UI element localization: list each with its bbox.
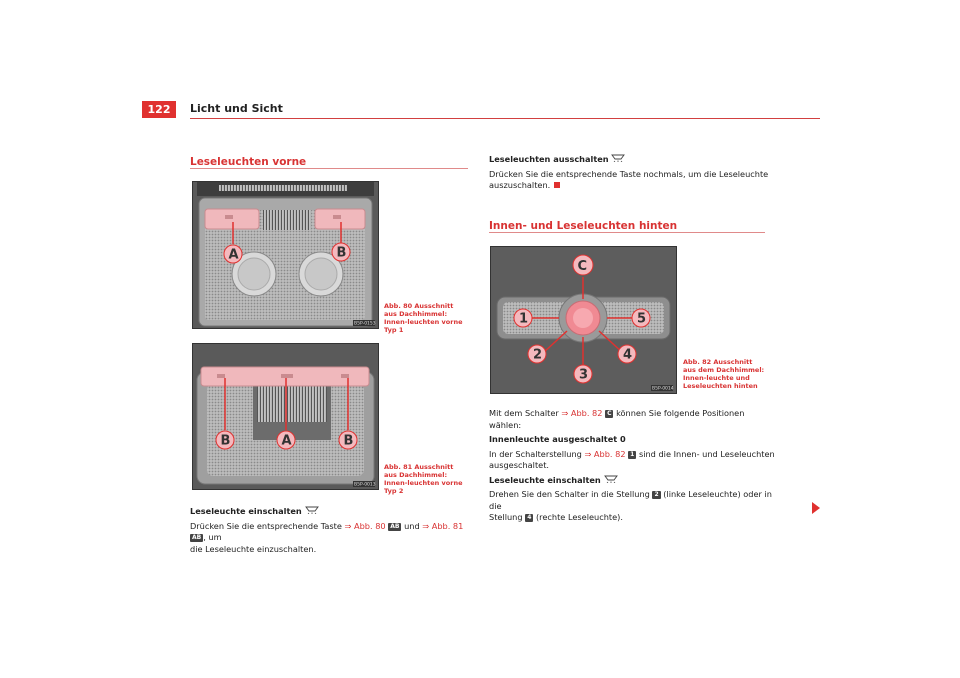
section-rule-front [190,168,468,169]
interior-light-icon [603,475,618,483]
legend-tag: 4 [525,514,534,522]
end-of-section-mark [554,182,561,188]
left-paragraph: Drücken Sie die entsprechende Taste ⇒ Ab… [190,521,470,556]
figure-82-label-5: 5 [637,312,646,327]
figure-82-label-2: 2 [533,348,542,363]
figure-82-label-4: 4 [623,348,632,363]
text-segment: , um [203,532,222,542]
text-segment: In der Schalterstellung [489,448,582,459]
figure-80-illustration: A B B5P-0153 [193,182,378,328]
text-segment: ausgeschaltet. [489,460,550,470]
figure-80-label-a: A [229,248,239,263]
text-segment: Drücken Sie die entsprechende Taste noch… [489,168,769,179]
figure-81-label-b-right: B [344,434,354,449]
figure-82: C 1 2 3 4 5 B5P-0014 [490,246,677,394]
section-title-front: Leseleuchten vorne [190,156,307,168]
figure-81-caption: Abb. 81 Ausschnitt aus Dachhimmel: Innen… [384,463,463,495]
figure-80-link[interactable]: ⇒ Abb. 80 [344,520,386,531]
figure-81-code: B5P-0013 [354,482,376,488]
left-body-text: Leseleuchte einschalten Drücken Sie die … [190,506,470,555]
heading-reading-light-rear: Leseleuchte einschalten [489,475,779,487]
heading-text: Leseleuchte einschalten [489,474,601,485]
section-rule-rear [489,232,765,233]
interior-light-icon [304,506,319,514]
reading-light-rear-paragraph: Drehen Sie den Schalter in die Stellung … [489,489,779,524]
header-rule [190,118,820,119]
figure-81-label-b-left: B [221,434,231,449]
figure-81-label-a: A [282,434,292,449]
figure-82-illustration: C 1 2 3 4 5 B5P-0014 [491,247,676,393]
text-segment: die Leseleuchte einzuschalten. [190,543,317,554]
legend-tag: C [605,410,614,418]
figure-80: A B B5P-0153 [192,181,379,329]
intro-paragraph: Mit dem Schalter ⇒ Abb. 82 C können Sie … [489,408,779,431]
heading-interior-off: Innenleuchte ausgeschaltet 0 [489,434,626,444]
figure-81-link[interactable]: ⇒ Abb. 81 [422,520,464,531]
text-segment: Mit dem Schalter [489,408,559,418]
figure-81: B A B B5P-0013 [192,343,379,490]
figure-81-illustration: B A B B5P-0013 [193,344,378,489]
text-segment: sind die Innen- und Leseleuchten [638,448,775,459]
figure-80-label-b: B [337,246,347,261]
text-segment: (rechte Leseleuchte). [535,512,623,522]
figure-80-caption: Abb. 80 Ausschnitt aus Dachhimmel: Innen… [384,302,463,334]
heading-text: Leseleuchte einschalten [190,506,302,516]
next-page-arrow-icon[interactable] [812,502,820,514]
interior-light-icon [611,154,626,162]
figure-82-caption: Abb. 82 Ausschnitt aus dem Dachhimmel: I… [683,358,765,390]
legend-tag: AB [388,522,402,531]
page-title: Licht und Sicht [190,102,283,115]
text-segment: Drehen Sie den Schalter in die Stellung [489,489,650,499]
figure-82-link[interactable]: ⇒ Abb. 82 [561,408,603,418]
section-title-rear: Innen- und Leseleuchten hinten [489,220,678,232]
figure-82-label-1: 1 [519,312,528,327]
text-segment: Drücken Sie die entsprechende Taste [190,520,342,531]
legend-tag: AB [190,534,204,542]
text-segment: (linke Leseleuchte) oder in die [489,489,772,511]
right-top-text: Leseleuchten ausschalten Drücken Sie die… [489,154,779,192]
heading-reading-light-on: Leseleuchte einschalten [190,506,470,518]
text-segment: und [404,520,420,531]
figure-82-code: B5P-0014 [652,386,674,392]
figure-82-label-c: C [578,259,588,274]
interior-off-paragraph: In der Schalterstellung ⇒ Abb. 82 1 sind… [489,449,779,472]
heading-text: Leseleuchten ausschalten [489,154,609,164]
figure-80-code: B5P-0153 [354,321,376,327]
text-segment: Stellung [489,512,523,522]
heading-reading-light-off: Leseleuchten ausschalten [489,154,779,166]
text-segment: auszuschalten. [489,180,551,190]
legend-tag: 1 [628,450,637,459]
figure-82-link[interactable]: ⇒ Abb. 82 [584,448,626,459]
legend-tag: 2 [652,491,661,499]
page-number: 122 [142,101,176,118]
text-segment: können Sie folgende Positionen wählen: [489,408,745,430]
figure-82-label-3: 3 [579,368,588,383]
right-top-paragraph: Drücken Sie die entsprechende Taste noch… [489,169,779,192]
right-body-text: Mit dem Schalter ⇒ Abb. 82 C können Sie … [489,408,779,524]
